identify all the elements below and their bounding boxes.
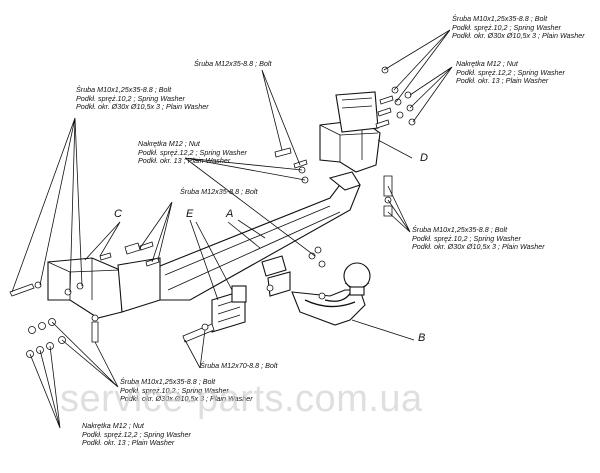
callout-left-top: Śruba M10x1,25x35-8.8 ; Bolt Podkł. sprę…: [76, 85, 209, 112]
left-bracket: [47, 257, 161, 319]
callout-top-right: Śruba M10x1,25x35-8.8 ; Bolt Podkł. sprę…: [452, 14, 585, 41]
leader-lines: [11, 29, 453, 429]
callout-bottom-center: Śruba M10x1,25x35-8.8 ; Bolt Podkł. sprę…: [120, 377, 253, 404]
callout-center-bolt: Śruba M12x35-8.8 ; Bolt: [180, 187, 258, 196]
callout-bottom-bolt: Śruba M12x70-8.8 ; Bolt: [200, 361, 278, 370]
callout-right-nut: Nakrętka M12 ; Nut Podkł. spręż.12,2 ; S…: [456, 59, 565, 86]
right-bracket: [319, 91, 381, 173]
mount-studs: [261, 255, 291, 297]
callout-top-center: Śruba M12x35-8.8 ; Bolt: [194, 59, 272, 68]
callout-right-mid: Śruba M10x1,25x35-8.8 ; Bolt Podkł. sprę…: [412, 225, 545, 252]
bolts-right: [375, 66, 416, 217]
part-letter-d: D: [420, 152, 428, 164]
bolts-left: [9, 241, 160, 358]
part-letter-c: C: [114, 208, 122, 220]
ball-mount: [291, 262, 371, 326]
part-letter-a: A: [226, 208, 234, 220]
main-crossbar: [154, 171, 361, 301]
part-letter-e: E: [186, 208, 194, 220]
watermark: service-parts.com.ua: [60, 378, 423, 420]
callout-center-nut: Nakrętka M12 ; Nut Podkł. spręż.12,2 ; S…: [138, 139, 247, 166]
callout-bottom-left: Nakrętka M12 ; Nut Podkł. spręż.12,2 ; S…: [82, 421, 191, 448]
part-letter-b: B: [418, 332, 426, 344]
socket-plate: [211, 285, 247, 333]
